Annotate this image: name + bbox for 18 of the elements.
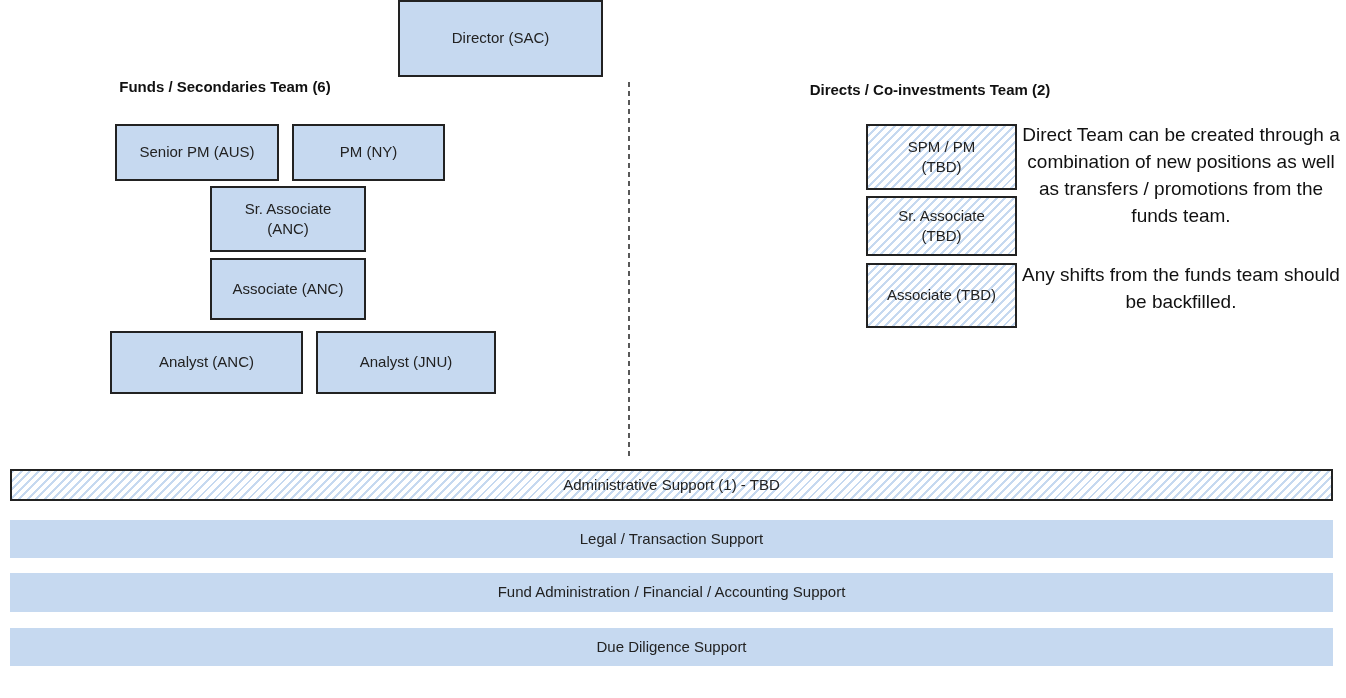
open-role-box: Sr. Associate (TBD)	[866, 196, 1017, 256]
role-box: Associate (ANC)	[210, 258, 366, 320]
role-box: Analyst (JNU)	[316, 331, 496, 394]
role-box: Director (SAC)	[398, 0, 603, 77]
team-heading: Directs / Co-investments Team (2)	[808, 80, 1052, 100]
support-band: Legal / Transaction Support	[10, 520, 1333, 558]
support-band: Due Diligence Support	[10, 628, 1333, 666]
note-text: Any shifts from the funds team should be backfilled.	[1021, 263, 1341, 314]
open-role-box: Associate (TBD)	[866, 263, 1017, 328]
note-text: Direct Team can be created through a combination of new positions as well as transfers / promotions from the funds team.	[1021, 123, 1341, 228]
role-box: PM (NY)	[292, 124, 445, 181]
role-box: Sr. Associate (ANC)	[210, 186, 366, 252]
role-box: Analyst (ANC)	[110, 331, 303, 394]
open-role-box: SPM / PM (TBD)	[866, 124, 1017, 190]
support-band: Fund Administration / Financial / Accounting Support	[10, 573, 1333, 612]
role-box: Senior PM (AUS)	[115, 124, 279, 181]
team-heading: Funds / Secondaries Team (6)	[118, 77, 332, 97]
open-role-box: Administrative Support (1) - TBD	[10, 469, 1333, 501]
